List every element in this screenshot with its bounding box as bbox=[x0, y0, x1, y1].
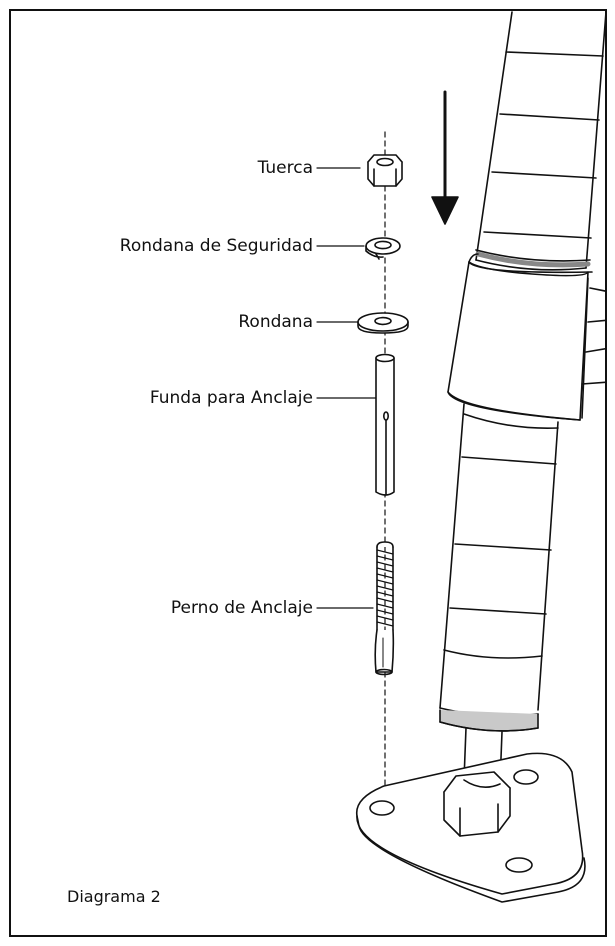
anchor-bolt-part bbox=[374, 541, 395, 676]
nut-part bbox=[367, 154, 403, 187]
diagram-caption: Diagrama 2 bbox=[67, 887, 161, 906]
label-tuerca: Tuerca bbox=[257, 158, 313, 178]
post-part bbox=[475, 11, 605, 271]
down-arrow-icon bbox=[431, 90, 459, 225]
base-nut-part bbox=[443, 771, 511, 837]
washer-part bbox=[357, 312, 409, 334]
anchor-sleeve-part bbox=[375, 353, 395, 496]
label-rondana-seguridad: Rondana de Seguridad bbox=[119, 236, 313, 256]
lock-washer-part bbox=[365, 237, 401, 260]
collar-part bbox=[447, 253, 593, 421]
label-rondana: Rondana bbox=[238, 312, 313, 332]
assembly-illustration bbox=[316, 11, 605, 903]
crossbar-part bbox=[581, 287, 605, 385]
label-perno: Perno de Anclaje bbox=[170, 598, 313, 618]
diagram-frame: Tuerca Rondana de Seguridad Rondana Fund… bbox=[9, 9, 607, 937]
lower-tube-part bbox=[439, 403, 559, 732]
label-funda: Funda para Anclaje bbox=[149, 388, 313, 408]
